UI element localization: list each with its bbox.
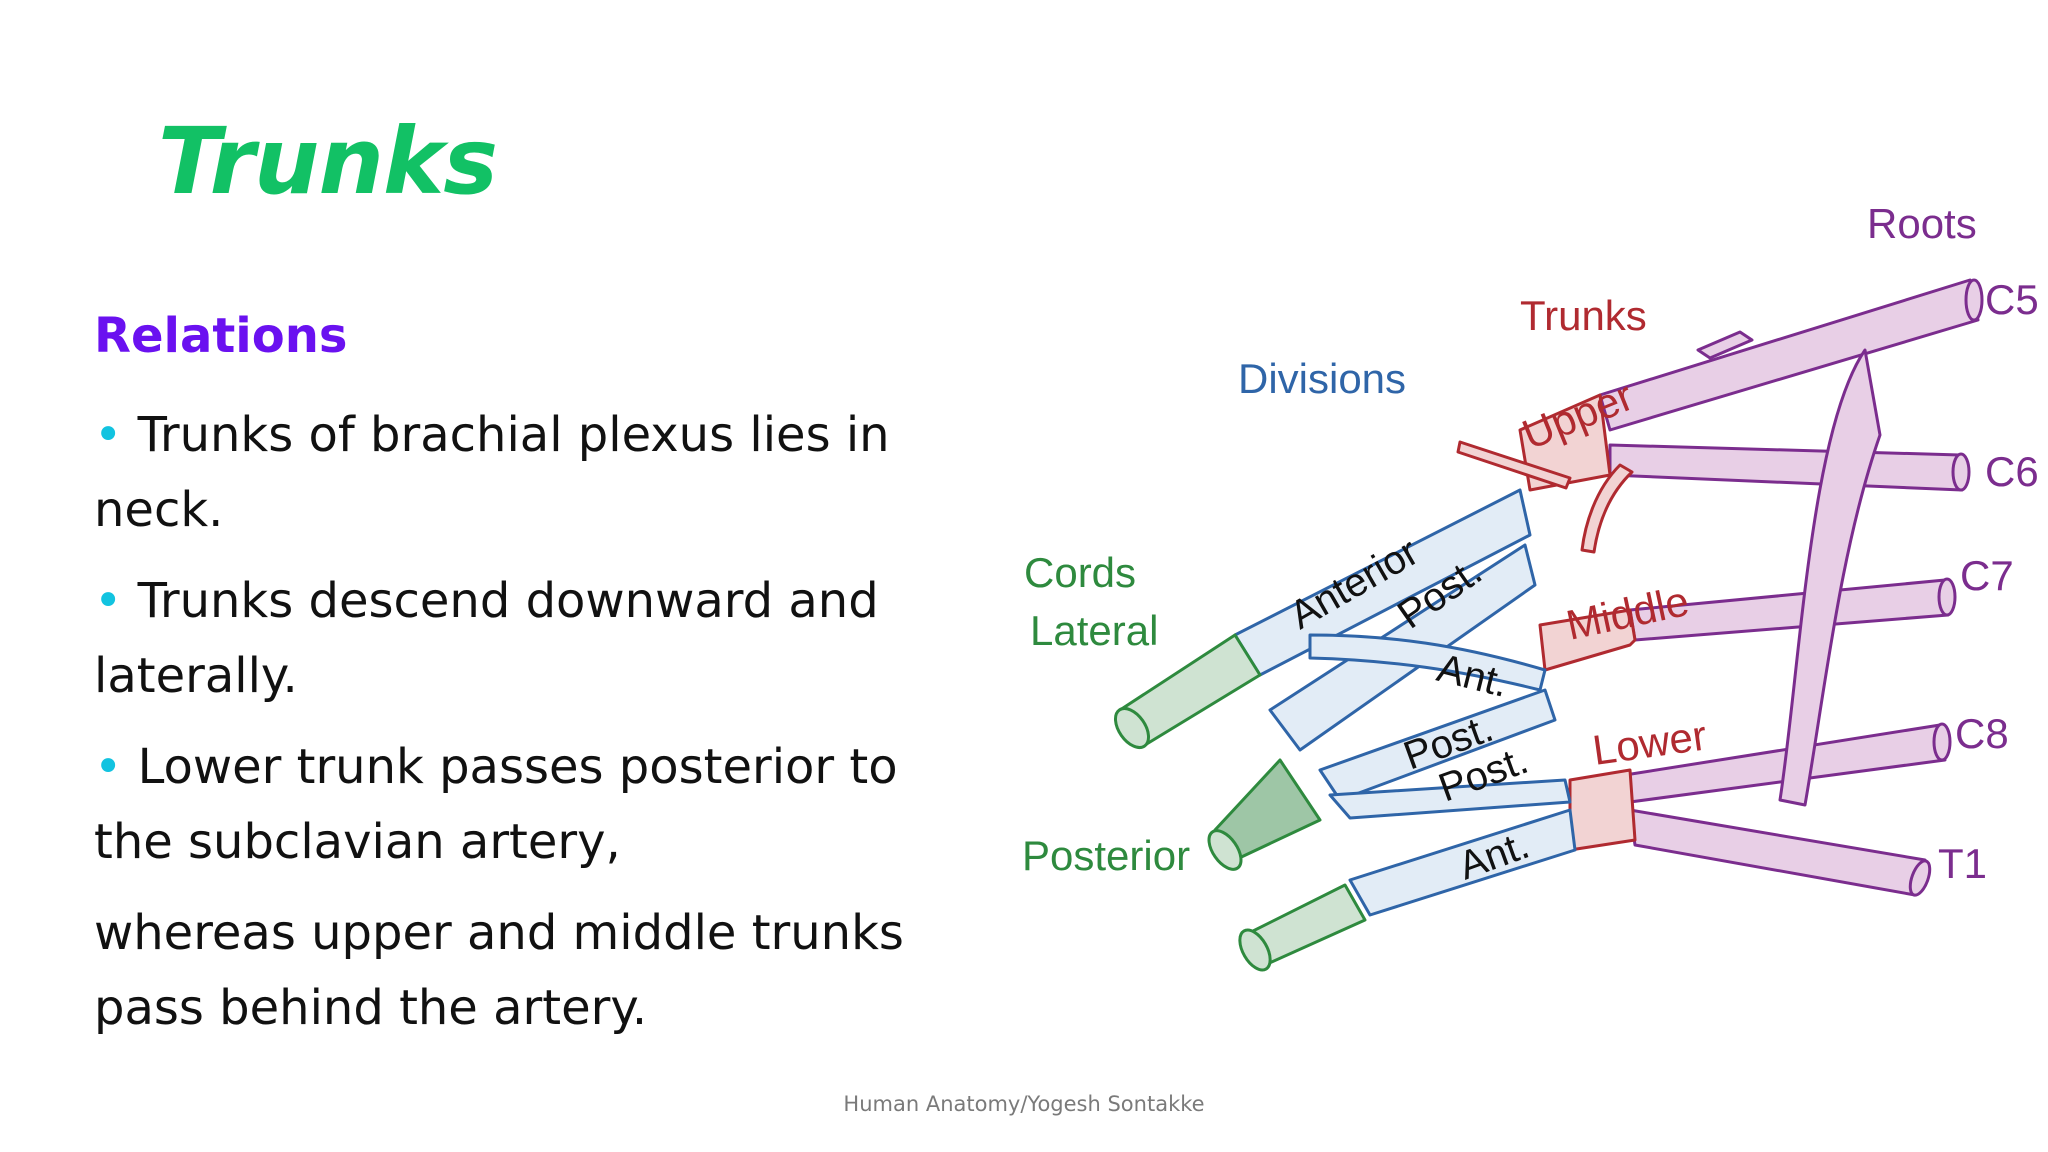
roots-group [1598, 278, 1984, 897]
bullet-text: Trunks descend downward and laterally. [94, 573, 879, 704]
label-divisions: Divisions [1238, 355, 1406, 402]
label-ant-middle: Ant. [1433, 646, 1513, 706]
label-trunks: Trunks [1520, 292, 1647, 339]
root-c7-end [1937, 577, 1957, 617]
root-c6 [1608, 443, 1964, 492]
root-c5-branch [1696, 330, 1754, 360]
bullet-dot-icon: • [94, 407, 138, 463]
root-loop [1778, 348, 1882, 807]
label-c8: C8 [1955, 710, 2009, 757]
bullet-item: • Lower trunk passes posterior to the su… [94, 730, 954, 880]
trunk-lower [1568, 768, 1637, 852]
division-post-lower [1328, 778, 1572, 820]
label-c6: C6 [1985, 448, 2039, 495]
relations-heading: Relations [94, 308, 348, 364]
root-c5-end [1964, 278, 1984, 322]
label-lateral: Lateral [1030, 607, 1158, 654]
slide-title: Trunks [158, 108, 498, 215]
label-ant-lower: Ant. [1453, 823, 1535, 889]
label-c7: C7 [1960, 552, 2014, 599]
trunk-upper-branch [1456, 440, 1572, 490]
bullet-list: • Trunks of brachial plexus lies in neck… [94, 398, 954, 1062]
bullet-text: whereas upper and middle trunks pass beh… [94, 905, 904, 1036]
cord-lateral-end [1113, 706, 1151, 750]
divisions-group [1233, 488, 1577, 917]
label-t1: T1 [1938, 840, 1987, 887]
division-ant-middle [1308, 633, 1547, 692]
bullet-text: Trunks of brachial plexus lies in neck. [94, 407, 890, 538]
label-roots: Roots [1867, 200, 1977, 247]
cord-medial-end [1238, 928, 1272, 972]
trunk-upper-stub [1580, 463, 1634, 554]
bullet-dot-icon: • [94, 573, 138, 629]
label-c5: C5 [1985, 276, 2039, 323]
bullet-item: whereas upper and middle trunks pass beh… [94, 896, 954, 1046]
division-ant-lower [1348, 808, 1577, 917]
brachial-plexus-diagram: Roots Trunks Divisions Cords C5 C6 C7 C8… [1022, 200, 2039, 972]
label-cords: Cords [1024, 549, 1136, 596]
trunk-middle [1538, 608, 1637, 672]
root-t1 [1628, 808, 1927, 897]
bullet-item: • Trunks descend downward and laterally. [94, 564, 954, 714]
root-c6-end [1951, 452, 1971, 492]
cord-posterior-end [1207, 829, 1243, 871]
division-post-middle [1318, 688, 1557, 802]
footer-credit: Human Anatomy/Yogesh Sontakke [843, 1092, 1205, 1116]
label-posterior: Posterior [1022, 832, 1190, 879]
bullet-text: Lower trunk passes posterior to the subc… [94, 739, 898, 870]
bullet-dot-icon: • [94, 739, 138, 795]
trunks-group [1456, 393, 1637, 852]
root-c5 [1598, 278, 1980, 432]
cords-group [1113, 633, 1367, 972]
bullet-item: • Trunks of brachial plexus lies in neck… [94, 398, 954, 548]
root-c8-end [1932, 722, 1952, 762]
root-t1-end [1908, 859, 1932, 897]
